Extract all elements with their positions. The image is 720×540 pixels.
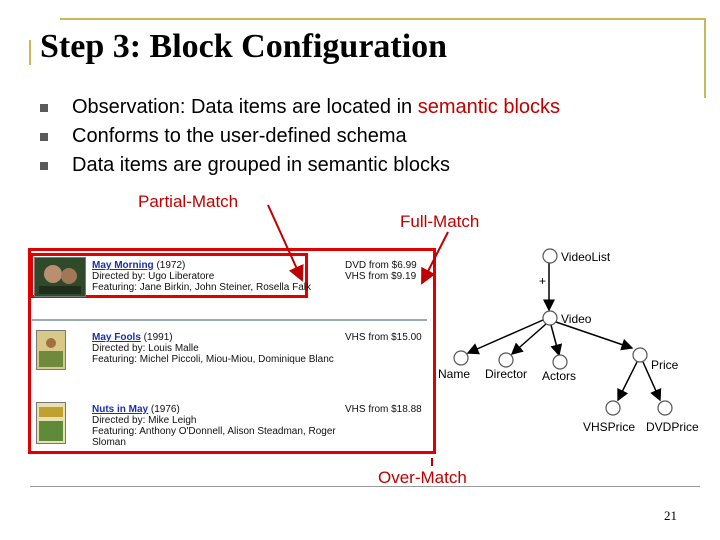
node-name	[453, 350, 469, 366]
movie-title-link[interactable]: May Fools	[92, 332, 141, 343]
right-rule	[704, 18, 706, 98]
tree-label-videolist: VideoList	[561, 250, 611, 264]
bottom-rule	[30, 486, 700, 487]
left-rule	[29, 40, 31, 65]
top-rule	[60, 18, 705, 20]
tree-label-dvdprice: DVDPrice	[646, 420, 699, 434]
full-match-arrow	[421, 231, 449, 285]
price-block: VHS from $18.88	[345, 404, 422, 415]
bullet-text: Data items are grouped in semantic block…	[72, 154, 450, 176]
entry-divider	[32, 319, 427, 321]
movie-featuring: Featuring: Michel Piccoli, Miou-Miou, Do…	[92, 354, 334, 365]
tree-label-vhsprice: VHSPrice	[583, 420, 636, 434]
partial-match-label: Partial-Match	[138, 192, 239, 211]
movie-poster-icon	[35, 258, 85, 296]
listing-entry: May Fools (1991) Directed by: Louis Mall…	[92, 332, 334, 365]
movie-thumbnail	[36, 402, 66, 444]
node-director	[498, 352, 514, 368]
movie-director: Directed by: Mike Leigh	[92, 415, 197, 426]
movie-title-link[interactable]: Nuts in May	[92, 404, 149, 415]
price-block: VHS from $15.00	[345, 332, 422, 343]
bullet-list: Observation: Data items are located in s…	[40, 93, 560, 180]
bullet-text: Conforms to the user-defined schema	[72, 125, 407, 147]
movie-year: (1991)	[140, 332, 173, 343]
movie-title-link[interactable]: May Morning	[92, 260, 154, 271]
tree-label-plus: +	[539, 274, 547, 288]
movie-featuring: Featuring: Anthony O'Donnell, Alison Ste…	[92, 426, 336, 437]
movie-year: (1972)	[153, 260, 186, 271]
over-match-label: Over-Match	[378, 468, 467, 487]
movie-thumbnail	[36, 330, 66, 370]
bullet-highlight: semantic blocks	[417, 96, 561, 118]
bullet-item: Observation: Data items are located in s…	[40, 93, 560, 122]
tree-label-video: Video	[561, 312, 592, 326]
partial-match-box	[30, 253, 308, 298]
movie-featuring: Featuring: Jane Birkin, John Steiner, Ro…	[92, 282, 311, 293]
bullet-text: Observation: Data items are located in	[72, 96, 418, 118]
over-match-box	[28, 248, 436, 454]
price-line[interactable]: VHS from $9.19	[345, 271, 417, 282]
movie-director: Directed by: Ugo Liberatore	[92, 271, 215, 282]
tree-label-actors: Actors	[542, 369, 577, 383]
movie-poster-icon	[37, 331, 65, 369]
movie-director: Directed by: Louis Malle	[92, 343, 199, 354]
tree-label-price: Price	[651, 358, 679, 372]
bullet-item: Conforms to the user-defined schema	[40, 122, 560, 151]
slide-title: Step 3: Block Configuration	[40, 28, 448, 65]
movie-thumbnail	[34, 257, 86, 297]
bullet-square-icon	[40, 132, 48, 141]
listing-entry: May Morning (1972) Directed by: Ugo Libe…	[92, 260, 311, 293]
price-line[interactable]: DVD from $6.99	[345, 260, 417, 271]
node-video	[542, 310, 558, 326]
bullet-square-icon	[40, 103, 48, 112]
listing-entry: Nuts in May (1976) Directed by: Mike Lei…	[92, 404, 336, 448]
price-block: DVD from $6.99 VHS from $9.19	[345, 260, 417, 282]
node-dvdprice	[657, 400, 673, 416]
node-videolist	[542, 248, 558, 264]
schema-tree-edges	[466, 263, 662, 402]
movie-year: (1976)	[148, 404, 180, 415]
price-line[interactable]: VHS from $18.88	[345, 404, 422, 415]
node-vhsprice	[605, 400, 621, 416]
movie-poster-icon	[37, 403, 65, 443]
page-number: 21	[664, 508, 677, 523]
partial-match-arrow	[267, 204, 304, 282]
bullet-item: Data items are grouped in semantic block…	[40, 151, 560, 180]
bullet-square-icon	[40, 161, 48, 170]
price-line[interactable]: VHS from $15.00	[345, 332, 422, 343]
movie-featuring-cont: Sloman	[92, 437, 126, 448]
tree-label-name: Name	[438, 367, 471, 381]
full-match-label: Full-Match	[400, 212, 480, 231]
tree-label-director: Director	[485, 367, 528, 381]
node-actors	[552, 354, 568, 370]
node-price	[632, 347, 648, 363]
